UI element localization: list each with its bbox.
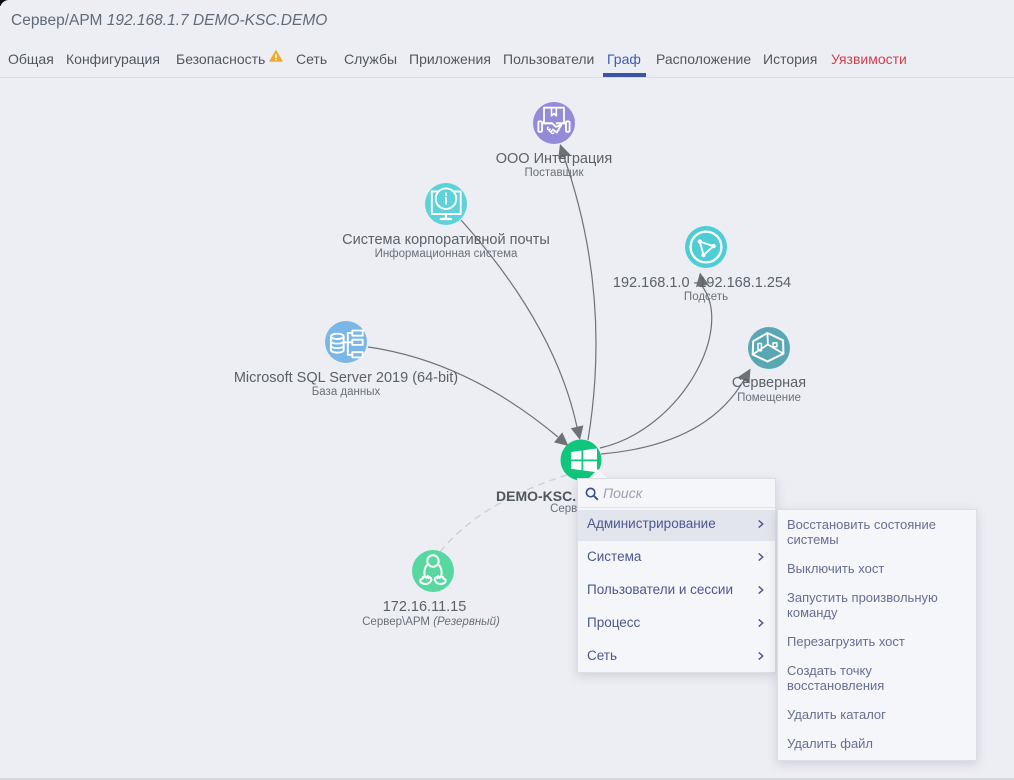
svg-text:Серверная: Серверная: [732, 375, 806, 391]
svg-text:Помещение: Помещение: [737, 392, 801, 404]
svg-text:192.168.1.0 -192.168.1.254: 192.168.1.0 -192.168.1.254: [613, 275, 791, 291]
svg-text:Поставщик: Поставщик: [525, 167, 585, 179]
svg-text:Microsoft SQL Server 2019 (64-: Microsoft SQL Server 2019 (64-bit): [234, 370, 458, 386]
svg-text:ООО Интеграция: ООО Интеграция: [496, 151, 613, 167]
svg-text:Информационная система: Информационная система: [375, 248, 518, 260]
svg-text:172.16.11.15: 172.16.11.15: [383, 599, 467, 615]
svg-text:Подсеть: Подсеть: [684, 291, 728, 303]
svg-text:База данных: База данных: [312, 386, 381, 398]
svg-text:Сервер\АРМ (Резервный): Сервер\АРМ (Резервный): [362, 616, 500, 628]
svg-text:Система корпоративной почты: Система корпоративной почты: [342, 232, 550, 248]
